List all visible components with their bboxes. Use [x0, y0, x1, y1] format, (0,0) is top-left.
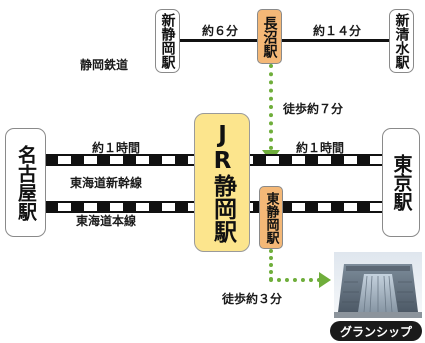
station-shin-shimizu: 新清水駅 — [389, 9, 414, 73]
walk-route-naganuma — [269, 64, 273, 150]
granship-badge: グランシップ — [330, 321, 422, 341]
walk-route-granship-horizontal — [269, 278, 321, 282]
station-shin-shizuoka: 新静岡駅 — [155, 9, 180, 73]
granship-building-icon — [334, 252, 422, 318]
walk-arrow-right — [319, 272, 331, 288]
time-nagoya-to-shizuoka: 約１時間 — [92, 141, 141, 155]
station-nagoya: 名古屋駅 — [5, 128, 46, 237]
time-naganuma-to-shimizu: 約１４分 — [313, 24, 362, 38]
shizuoka-railway-line — [178, 39, 393, 42]
granship-badge-label: グランシップ — [339, 324, 412, 339]
time-walk-granship: 徒歩約３分 — [222, 292, 283, 306]
station-jr-shizuoka: JR静岡駅 — [194, 113, 250, 252]
line-tokaido-main-label: 東海道本線 — [76, 214, 137, 228]
station-tokyo: 東京駅 — [382, 128, 420, 237]
time-shin-to-naganuma: 約６分 — [202, 24, 239, 38]
station-higashi-shizuoka: 東静岡駅 — [259, 186, 283, 249]
line-shizuoka-railway-label: 静岡鉄道 — [80, 58, 129, 72]
station-naganuma: 長沼駅 — [257, 9, 282, 64]
time-shizuoka-to-tokyo: 約１時間 — [296, 141, 345, 155]
time-walk-naganuma: 徒歩約７分 — [283, 102, 344, 116]
walk-route-granship-vertical — [269, 249, 273, 281]
line-tokaido-shinkansen-label: 東海道新幹線 — [70, 176, 143, 190]
